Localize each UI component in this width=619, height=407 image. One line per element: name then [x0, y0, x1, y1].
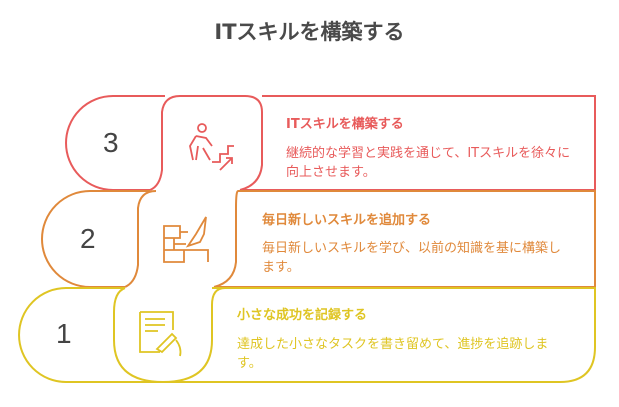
- step-1-number: 1: [56, 318, 72, 349]
- step-3-description: 継続的な学習と実践を通じて、ITスキルを徐々に向上させます。: [286, 146, 571, 180]
- brick-wall-trowel-icon: [163, 216, 209, 263]
- step-1-description: 達成した小さなタスクを書き留めて、進捗を追跡します。: [237, 337, 549, 371]
- step-3-heading: ITスキルを構築する: [286, 117, 404, 132]
- step-2-number: 2: [80, 223, 96, 254]
- step-3-number: 3: [103, 127, 119, 158]
- diagram-title: ITスキルを構築する: [214, 20, 405, 44]
- step-2-description: 毎日新しいスキルを学び、以前の知識を基に構築します。: [262, 241, 562, 275]
- person-climbing-stairs-icon: [189, 123, 234, 171]
- step-1-heading: 小さな成功を記録する: [237, 308, 368, 323]
- step-1-outline: [18, 287, 596, 384]
- checklist-writing-icon: [139, 311, 182, 357]
- step-2-heading: 毎日新しいスキルを追加する: [262, 213, 432, 228]
